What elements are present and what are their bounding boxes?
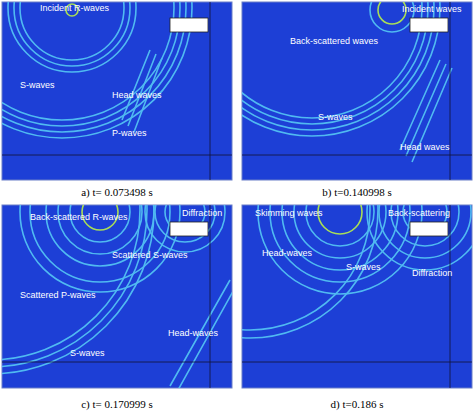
wave-label: Scattered P-waves [20, 290, 96, 301]
wave-label: Back-scattered waves [290, 36, 378, 47]
wave-label: Incident waves [402, 4, 462, 15]
wave-label: Incident R-waves [40, 3, 109, 14]
panel-caption: b) t=0.140998 s [322, 186, 391, 199]
wave-label: Diffraction [412, 268, 452, 279]
wave-label: S-waves [346, 262, 381, 273]
wave-label: S-waves [318, 112, 353, 123]
wave-label: Scattered S-waves [112, 250, 188, 261]
wave-label: Head waves [400, 142, 450, 153]
panel-caption: d) t=0.186 s [331, 398, 384, 411]
wave-label: Back-scattered R-waves [30, 212, 128, 223]
wave-label: Skimming waves [255, 208, 323, 219]
panel-caption: a) t= 0.073498 s [81, 186, 153, 199]
wave-label: S-waves [70, 348, 105, 359]
wave-label: Head waves [112, 90, 162, 101]
wave-label: Diffraction [182, 208, 222, 219]
panel-caption: c) t= 0.170999 s [81, 398, 153, 411]
wave-label: P-waves [112, 128, 147, 139]
wave-label: Head-waves [168, 328, 218, 339]
wave-label: Head-waves [262, 248, 312, 259]
wave-label: S-waves [20, 80, 55, 91]
wave-label: Back-scattering [388, 208, 450, 219]
